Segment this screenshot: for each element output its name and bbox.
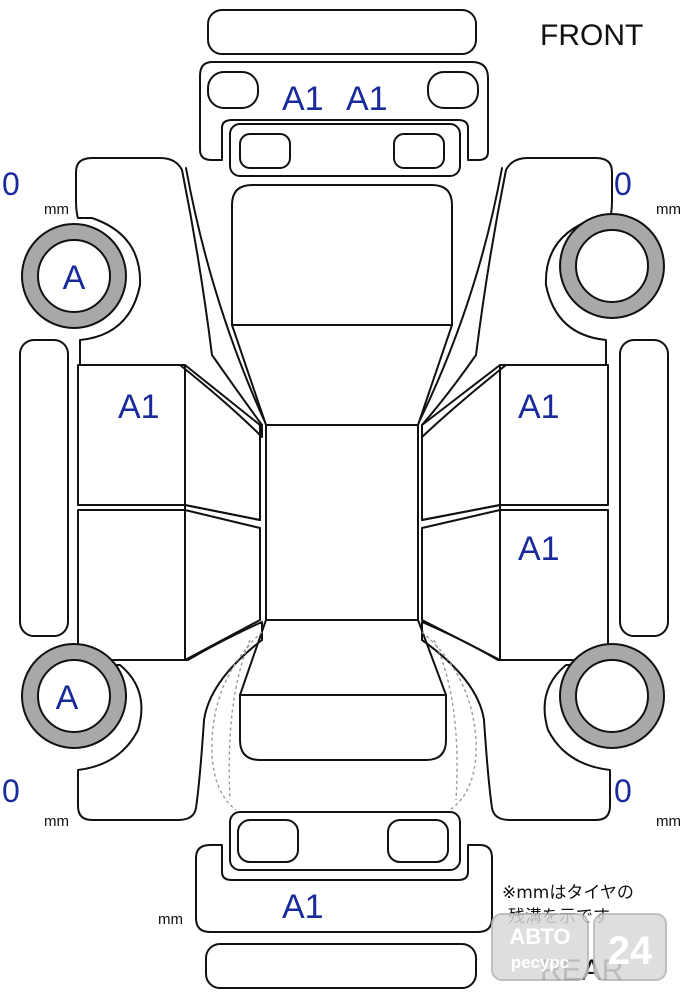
hood-panel — [231, 184, 453, 326]
left-front-door-panel — [77, 364, 261, 521]
left-rear-quarter-guide — [211, 631, 263, 811]
right-rocker-panel — [619, 339, 669, 637]
rear-right-tire — [559, 643, 665, 749]
front-right-headlight — [393, 133, 445, 169]
right-rear-quarter-panel — [421, 621, 611, 821]
left-rear-quarter-guide-2 — [228, 639, 251, 801]
front-left-tire-grade: A — [63, 259, 86, 297]
left-door-divider — [184, 504, 261, 521]
right-front-fender-panel — [421, 157, 613, 438]
watermark-logo: АВТО ресурс 24 — [491, 913, 667, 981]
rear-right-depth-unit: mm — [656, 813, 681, 830]
rear-right-tire-hub — [575, 659, 649, 733]
tread-note-line1: ※mmはタイヤの — [502, 883, 634, 903]
rear-bumper-grade: A1 — [282, 888, 324, 926]
front-right-tread-depth: 0 — [614, 166, 632, 202]
rear-light-panel — [229, 811, 461, 871]
rear-right-tread-depth: 0 — [614, 773, 632, 809]
roof-panel — [265, 424, 419, 621]
watermark-box-left — [491, 913, 589, 981]
front-right-tire — [559, 213, 665, 319]
left-front-fender-panel — [75, 157, 263, 438]
right-rear-door-grade: A1 — [518, 530, 560, 568]
right-a-pillar — [419, 167, 503, 421]
watermark-line2: ресурс — [511, 953, 569, 972]
front-headlight-panel — [229, 123, 461, 177]
front-bumper-left-grade: A1 — [282, 80, 324, 118]
left-rear-quarter-panel — [77, 621, 263, 821]
windshield-panel — [231, 324, 453, 426]
right-rear-quarter-guide-2 — [433, 639, 458, 801]
front-left-tire: A — [21, 223, 127, 329]
front-left-depth-unit: mm — [44, 201, 69, 218]
front-label: FRONT — [540, 19, 643, 52]
rear-left-tire-hub — [37, 659, 111, 733]
rear-right-light — [387, 819, 449, 863]
left-rocker-panel — [19, 339, 69, 637]
right-rear-door-panel — [421, 509, 609, 661]
trunk-panel — [239, 694, 447, 761]
rear-left-tire: A — [21, 643, 127, 749]
rear-left-tire-grade: A — [56, 679, 79, 717]
rear-window-panel — [239, 619, 447, 696]
front-bumper-right-grade: A1 — [346, 80, 388, 118]
front-left-fog-light — [207, 71, 259, 109]
rear-left-light — [237, 819, 299, 863]
rear-bumper-panel — [195, 844, 493, 933]
left-front-door-grade: A1 — [118, 388, 160, 426]
front-right-depth-unit: mm — [656, 201, 681, 218]
right-front-door-grade: A1 — [518, 388, 560, 426]
watermark-line1: АВТО — [510, 924, 571, 949]
watermark-box-right — [593, 913, 667, 981]
right-front-door-panel — [421, 364, 609, 521]
front-left-tread-depth: 0 — [2, 166, 20, 202]
front-left-headlight — [239, 133, 291, 169]
left-rear-door-panel — [77, 509, 261, 661]
left-a-pillar — [185, 167, 265, 421]
front-right-fog-light — [427, 71, 479, 109]
rear-bumper-depth-unit: mm — [158, 911, 183, 928]
rear-left-depth-unit: mm — [44, 813, 69, 830]
front-left-tire-hub — [37, 239, 111, 313]
right-door-divider — [421, 504, 501, 521]
rear-bumper-bottom-panel — [205, 943, 477, 989]
watermark-number: 24 — [608, 929, 653, 973]
rear-left-tread-depth: 0 — [2, 773, 20, 809]
front-bumper-panel — [199, 61, 489, 161]
front-bumper-top-panel — [207, 9, 477, 55]
right-rear-quarter-guide — [421, 631, 477, 811]
front-right-tire-hub — [575, 229, 649, 303]
